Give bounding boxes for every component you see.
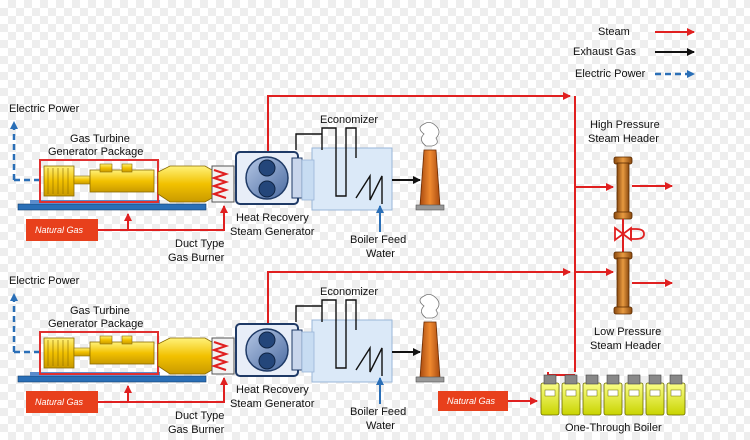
legend-exhaust-label: Exhaust Gas xyxy=(573,46,636,58)
electric-power-label: Electric Power xyxy=(9,275,80,287)
boiler-module xyxy=(666,382,686,416)
burner-label-2: Gas Burner xyxy=(168,252,225,264)
feed-water-label-2: Water xyxy=(366,420,395,432)
turbine-body xyxy=(89,341,155,365)
boiler-module xyxy=(603,382,623,416)
shaft xyxy=(73,347,91,357)
legend-steam-label: Steam xyxy=(598,26,630,38)
electric-power-label: Electric Power xyxy=(9,103,80,115)
boiler-natural-gas: Natural Gas xyxy=(438,391,538,411)
natural-gas-box xyxy=(26,219,98,241)
economizer-coil-1 xyxy=(321,299,357,369)
high-pressure-header: High Pressure Steam Header xyxy=(588,119,673,220)
natural-gas-to-turbine xyxy=(98,385,132,403)
hrsg-label-2: Steam Generator xyxy=(230,398,315,410)
smoke xyxy=(419,122,440,147)
burner-label-1: Duct Type xyxy=(175,238,224,250)
stack xyxy=(419,321,441,379)
turbine-body xyxy=(89,169,155,193)
low-pressure-header: Low Pressure Steam Header xyxy=(590,251,673,352)
one-through-boiler: One-Through Boiler xyxy=(540,374,686,434)
skid-base xyxy=(17,375,207,383)
generator-body xyxy=(43,337,75,369)
duct-burner-flame xyxy=(210,341,230,371)
feed-water-label-2: Water xyxy=(366,248,395,260)
exhaust-transition xyxy=(157,337,213,375)
boiler-module xyxy=(561,382,581,416)
smoke xyxy=(419,294,440,319)
hrsg-label-1: Heat Recovery xyxy=(236,212,309,224)
boiler-natural-gas-label: Natural Gas xyxy=(447,396,496,406)
package-label-2: Generator Package xyxy=(48,318,143,330)
natural-gas-box xyxy=(26,391,98,413)
feed-water-label-1: Boiler Feed xyxy=(350,234,406,246)
natural-gas-to-turbine xyxy=(98,213,132,231)
stack-base xyxy=(415,376,445,383)
economizer-box xyxy=(311,147,393,211)
low-header-label-2: Steam Header xyxy=(590,340,661,352)
exhaust-transition xyxy=(157,165,213,203)
boiler-module xyxy=(624,382,644,416)
natural-gas-label: Natural Gas xyxy=(35,397,84,407)
skid-base xyxy=(17,203,207,211)
boiler-module xyxy=(645,382,665,416)
natural-gas-to-burner xyxy=(128,377,228,403)
economizer-label: Economizer xyxy=(320,114,378,126)
economizer-coil-1 xyxy=(321,127,357,197)
boiler-label: One-Through Boiler xyxy=(565,422,662,434)
boiler-module xyxy=(582,382,602,416)
economizer-coil-2 xyxy=(355,173,383,204)
package-label-1: Gas Turbine xyxy=(70,305,130,317)
economizer-label: Economizer xyxy=(320,286,378,298)
hrsg-drum xyxy=(245,328,289,372)
burner-label-1: Duct Type xyxy=(175,410,224,422)
feed-water-label-1: Boiler Feed xyxy=(350,406,406,418)
economizer-coil-2 xyxy=(355,345,383,376)
package-label-1: Gas Turbine xyxy=(70,133,130,145)
stack-base xyxy=(415,204,445,211)
shaft xyxy=(73,175,91,185)
generator-body xyxy=(43,165,75,197)
hrsg-label-2: Steam Generator xyxy=(230,226,315,238)
natural-gas-label: Natural Gas xyxy=(35,225,84,235)
legend: Steam Exhaust Gas Electric Power xyxy=(573,26,695,80)
natural-gas-to-burner xyxy=(128,205,228,231)
legend-electric-label: Electric Power xyxy=(575,68,646,80)
hrsg-label-1: Heat Recovery xyxy=(236,384,309,396)
package-label-2: Generator Package xyxy=(48,146,143,158)
burner-label-2: Gas Burner xyxy=(168,424,225,436)
high-header-label-1: High Pressure xyxy=(590,119,660,131)
stack xyxy=(419,149,441,207)
duct-burner-flame xyxy=(210,169,230,199)
boiler-module xyxy=(540,382,560,416)
low-header-label-1: Low Pressure xyxy=(594,326,661,338)
high-header-label-2: Steam Header xyxy=(588,133,659,145)
pressure-reducing-valve xyxy=(614,219,645,252)
hrsg-drum xyxy=(245,156,289,200)
